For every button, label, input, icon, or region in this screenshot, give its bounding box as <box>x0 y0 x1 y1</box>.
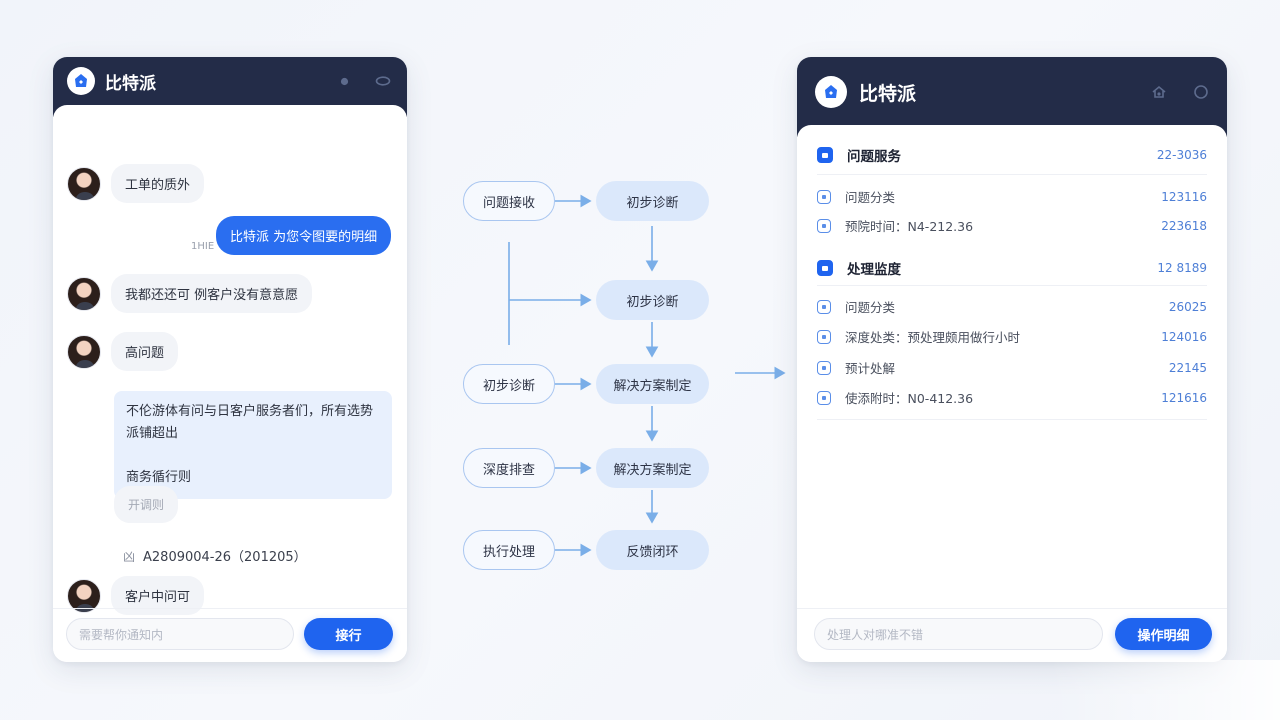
app-title: 比特派 <box>105 73 156 94</box>
detail-panel: 比特派 问题服务 22-3036 问题分类 123116 预院时间：N4-212… <box>797 57 1227 662</box>
section-header: 问题服务 22-3036 <box>817 145 1207 165</box>
category-icon <box>817 299 831 314</box>
section-value: 12 8189 <box>1157 261 1207 275</box>
chat-input-bar: 需要帮你通知内 接行 <box>53 608 407 662</box>
corner-fade <box>1050 660 1280 720</box>
progress-icon <box>817 260 833 276</box>
detail-body: 问题服务 22-3036 问题分类 123116 预院时间：N4-212.36 … <box>797 125 1227 662</box>
ticket-id-line: 凶 A2809004-26（201205） <box>123 546 307 565</box>
ticket-id-value: A2809004-26（201205） <box>143 550 307 565</box>
chat-body: 工单的质外 1HIE 比特派 为您令图要的明细 我都还还可 例客户没有意意愿 高… <box>53 105 407 662</box>
detail-row[interactable]: 深度处类：预处理颇用做行小时 124016 <box>817 327 1207 346</box>
flow-node-execute: 执行处理 <box>463 530 555 570</box>
send-button[interactable]: 接行 <box>304 618 393 650</box>
row-value: 121616 <box>1161 390 1207 405</box>
avatar <box>67 578 101 613</box>
detail-input-bar: 处理人对哪准不错 操作明细 <box>797 608 1227 662</box>
flow-node-diagnose-side: 初步诊断 <box>463 364 555 404</box>
detail-row[interactable]: 问题分类 123116 <box>817 187 1207 206</box>
flow-node-feedback: 反馈闭环 <box>596 530 709 570</box>
row-value: 22145 <box>1168 360 1207 375</box>
message-bubble-detail: 不伦游体有问与日客户服务者们，所有选势 派铺超出 商务循行则 <box>114 391 392 499</box>
message-row: 工单的质外 <box>67 164 205 203</box>
message-bubble-outgoing: 比特派 为您令图要的明细 <box>216 216 392 255</box>
message-tag: 1HIE <box>191 241 215 252</box>
detail-row[interactable]: 预计处解 22145 <box>817 358 1207 377</box>
flow-node-diagnose: 初步诊断 <box>596 280 709 320</box>
message-bubble: 工单的质外 <box>111 164 205 203</box>
message-row: 我都还还可 例客户没有意意愿 <box>67 274 313 313</box>
clock-icon <box>817 218 831 233</box>
avatar <box>67 276 101 311</box>
app-logo <box>815 76 847 108</box>
message-bubble: 我都还还可 例客户没有意意愿 <box>111 274 313 313</box>
row-label: 问题分类 <box>845 190 896 205</box>
row-label: 深度处类：预处理颇用做行小时 <box>845 330 1021 345</box>
detail-header: 比特派 <box>797 57 1227 137</box>
row-label: 问题分类 <box>845 300 896 315</box>
status-dot-icon[interactable] <box>340 77 349 86</box>
document-icon <box>817 329 831 344</box>
row-value: 26025 <box>1168 299 1207 314</box>
app-logo <box>67 67 95 95</box>
section-title: 问题服务 <box>847 149 901 165</box>
row-label: 预计处解 <box>845 361 896 376</box>
row-label: 预院时间：N4-212.36 <box>845 219 974 234</box>
row-value: 124016 <box>1161 329 1207 344</box>
chat-panel: 比特派 工单的质外 1HIE 比特派 为您令图要的明细 我都还还可 例客户没有意… <box>53 57 407 662</box>
flow-node-solution: 解决方案制定 <box>596 364 709 404</box>
row-value: 223618 <box>1161 218 1207 233</box>
avatar <box>67 166 101 201</box>
note-input[interactable]: 处理人对哪准不错 <box>814 618 1103 650</box>
operation-detail-button[interactable]: 操作明细 <box>1115 618 1212 650</box>
clock-icon <box>817 390 831 405</box>
row-label: 使添附时：N0-412.36 <box>845 391 974 406</box>
minimize-icon[interactable] <box>375 76 391 86</box>
service-icon <box>817 147 833 163</box>
divider <box>817 285 1207 286</box>
home-icon[interactable] <box>1151 85 1167 99</box>
detail-row[interactable]: 问题分类 26025 <box>817 297 1207 316</box>
avatar <box>67 334 101 369</box>
divider <box>817 174 1207 175</box>
circle-icon[interactable] <box>1193 84 1209 100</box>
detail-row[interactable]: 使添附时：N0-412.36 121616 <box>817 388 1207 407</box>
divider <box>817 419 1207 420</box>
message-row: 高问题 <box>67 332 179 371</box>
message-bubble: 高问题 <box>111 332 179 371</box>
message-bubble-faded: 开调则 <box>114 486 179 523</box>
flow-node-receive: 问题接收 <box>463 181 555 221</box>
section-value: 22-3036 <box>1156 148 1207 162</box>
ticket-id-label: 凶 <box>123 550 136 564</box>
app-title: 比特派 <box>859 82 917 105</box>
message-row-outgoing: 比特派 为您令图要的明细 <box>216 216 392 255</box>
section-header: 处理监度 12 8189 <box>817 258 1207 278</box>
section-title: 处理监度 <box>847 262 901 278</box>
row-value: 123116 <box>1161 189 1207 204</box>
chat-input[interactable]: 需要帮你通知内 <box>66 618 294 650</box>
document-icon <box>817 360 831 375</box>
flow-node-investigate: 深度排查 <box>463 448 555 488</box>
flow-node-solution: 解决方案制定 <box>596 448 709 488</box>
category-icon <box>817 189 831 204</box>
flow-node-diagnose: 初步诊断 <box>596 181 709 221</box>
detail-row[interactable]: 预院时间：N4-212.36 223618 <box>817 216 1207 235</box>
